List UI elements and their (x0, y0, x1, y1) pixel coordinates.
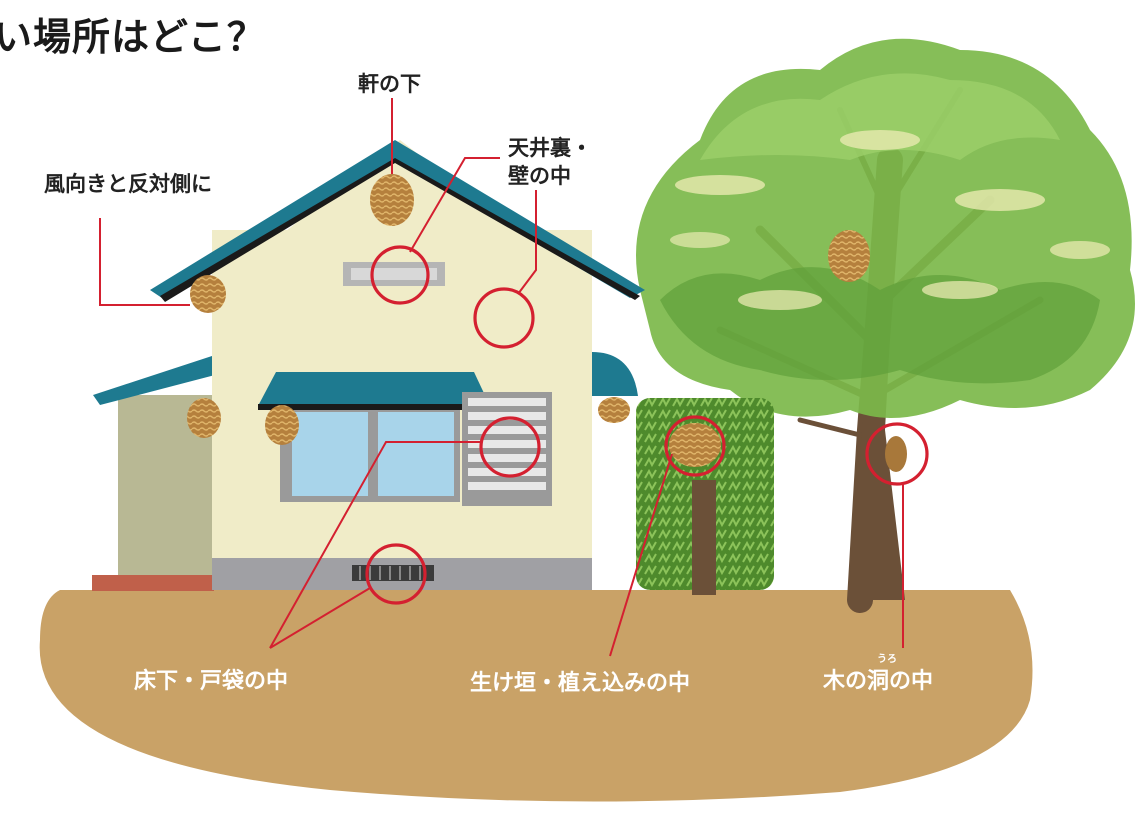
marker-tree-hollow (865, 422, 929, 486)
label-tree-hollow: 木の洞の中 (823, 669, 934, 694)
leader-ceiling (409, 157, 500, 253)
leader-hedge (609, 453, 673, 657)
label-tree-hollow-ruby: うろ (877, 654, 897, 665)
shutter-box (462, 392, 552, 506)
label-ceiling-line2: 壁の中 (508, 164, 571, 188)
ground (39, 590, 1033, 802)
marker-ceiling (370, 245, 430, 305)
nest-tree (828, 230, 870, 282)
leader-wall (517, 190, 537, 295)
label-leeward: 風向きと反対側に (44, 172, 212, 196)
side-awning (592, 352, 638, 396)
marker-wall (473, 287, 535, 349)
label-ceiling-line1: 天井裏・ (508, 136, 592, 160)
nest-annex (187, 398, 221, 438)
marker-underfloor (365, 543, 427, 605)
label-underfloor: 床下・戸袋の中 (134, 669, 289, 694)
house-annex (92, 355, 218, 591)
nest-tree-hollow (885, 436, 907, 472)
nest-side-awning (598, 397, 630, 423)
floor-vent (352, 565, 434, 581)
label-eaves: 軒の下 (358, 72, 421, 96)
nest-eaves (370, 174, 414, 226)
nest-awning (265, 405, 299, 445)
nest-gable-left (190, 275, 226, 313)
marker-hedge (664, 415, 726, 477)
leader-underfloor (269, 441, 482, 649)
tree-foliage (636, 38, 1135, 418)
page-title: い場所はどこ？ (0, 15, 266, 59)
label-hedge: 生け垣・植え込みの中 (470, 671, 691, 696)
marker-shutter (479, 416, 541, 478)
leader-underfloor-2 (269, 587, 371, 649)
leader-leeward (99, 218, 190, 306)
markers (99, 98, 929, 657)
nests (187, 174, 907, 472)
nest-hedge (669, 423, 721, 467)
window (258, 372, 490, 502)
